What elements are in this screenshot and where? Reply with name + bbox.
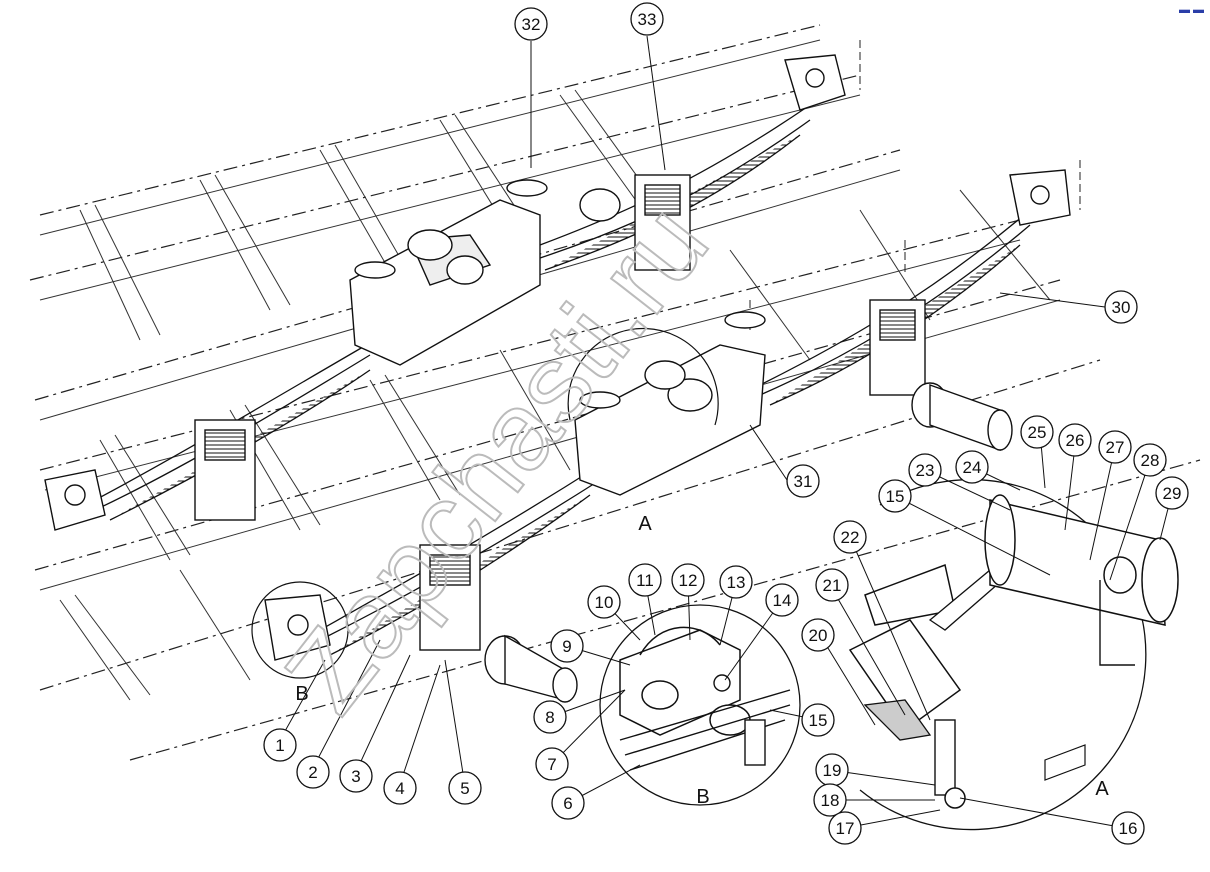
balancer-bracket-rear xyxy=(349,179,548,366)
callout-number: 29 xyxy=(1163,484,1182,503)
spring-end-brackets xyxy=(44,54,1071,661)
callout-26: 26 xyxy=(1058,423,1092,457)
callout-15: 15 xyxy=(878,479,912,513)
callout-7: 7 xyxy=(535,747,569,781)
callout-13: 13 xyxy=(719,565,753,599)
callout-number: 23 xyxy=(916,461,935,480)
callout-4: 4 xyxy=(383,771,417,805)
callout-number: 19 xyxy=(823,761,842,780)
callout-32: 32 xyxy=(514,7,548,41)
callout-number: 3 xyxy=(351,767,360,786)
callout-number: 10 xyxy=(595,593,614,612)
callout-number: 22 xyxy=(841,528,860,547)
callout-number: 9 xyxy=(562,637,571,656)
callout-number: 33 xyxy=(638,10,657,29)
callout-25: 25 xyxy=(1020,415,1054,449)
callout-2: 2 xyxy=(296,755,330,789)
callout-5: 5 xyxy=(448,771,482,805)
callout-number: 4 xyxy=(395,779,404,798)
callout-14: 14 xyxy=(765,583,799,617)
callout-number: 26 xyxy=(1066,431,1085,450)
callout-number: 2 xyxy=(308,763,317,782)
callout-number: 7 xyxy=(547,755,556,774)
view-label-b: B xyxy=(295,683,308,705)
callout-3: 3 xyxy=(339,759,373,793)
view-label-a: A xyxy=(638,513,652,535)
detail-circle-a-small xyxy=(567,327,719,426)
callout-number: 12 xyxy=(679,571,698,590)
callout-number: 1 xyxy=(275,736,284,755)
callout-number: 17 xyxy=(836,819,855,838)
callout-number: 30 xyxy=(1112,298,1131,317)
detail-circle-b-small xyxy=(251,581,349,679)
callout-number: 5 xyxy=(460,779,469,798)
callout-number: 6 xyxy=(563,794,572,813)
callout-16: 16 xyxy=(1111,811,1145,845)
callout-number: 15 xyxy=(809,711,828,730)
callout-number: 8 xyxy=(545,708,554,727)
axle-hubs xyxy=(484,188,1013,703)
callout-17: 17 xyxy=(828,811,862,845)
spring-clamps xyxy=(194,174,926,651)
corner-mark: ▬ ▬ xyxy=(1178,4,1204,16)
balancer-bracket-front xyxy=(574,311,766,496)
detail-b-view xyxy=(599,604,801,806)
callout-30: 30 xyxy=(1104,290,1138,324)
callout-18: 18 xyxy=(813,783,847,817)
callout-19: 19 xyxy=(815,753,849,787)
callout-21: 21 xyxy=(815,568,849,602)
callout-9: 9 xyxy=(550,629,584,663)
view-label-a: A xyxy=(1095,778,1109,800)
callout-8: 8 xyxy=(533,700,567,734)
callout-number: 25 xyxy=(1028,423,1047,442)
view-label-b: B xyxy=(696,786,709,808)
callout-20: 20 xyxy=(801,618,835,652)
callout-24: 24 xyxy=(955,450,989,484)
callout-number: 14 xyxy=(773,591,792,610)
callout-number: 27 xyxy=(1106,438,1125,457)
callout-11: 11 xyxy=(628,563,662,597)
view-labels: A A B B xyxy=(295,513,1109,808)
callout-28: 28 xyxy=(1133,443,1167,477)
callout-number: 20 xyxy=(809,626,828,645)
callout-number: 13 xyxy=(727,573,746,592)
callout-15: 15 xyxy=(801,703,835,737)
detail-a-view xyxy=(848,478,1179,831)
callout-10: 10 xyxy=(587,585,621,619)
callout-number: 28 xyxy=(1141,451,1160,470)
callout-6: 6 xyxy=(551,786,585,820)
callout-31: 31 xyxy=(786,464,820,498)
callout-number: 11 xyxy=(636,571,654,590)
callout-number: 31 xyxy=(794,472,813,491)
callout-number: 16 xyxy=(1119,819,1138,838)
callout-number: 18 xyxy=(821,791,840,810)
callout-29: 29 xyxy=(1155,476,1189,510)
callout-33: 33 xyxy=(630,2,664,36)
callout-number: 24 xyxy=(963,458,982,477)
callout-27: 27 xyxy=(1098,430,1132,464)
callout-22: 22 xyxy=(833,520,867,554)
callout-23: 23 xyxy=(908,453,942,487)
callout-number: 15 xyxy=(886,487,905,506)
callout-number: 21 xyxy=(823,576,842,595)
callout-number: 32 xyxy=(522,15,541,34)
callout-1: 1 xyxy=(263,728,297,762)
callout-12: 12 xyxy=(671,563,705,597)
